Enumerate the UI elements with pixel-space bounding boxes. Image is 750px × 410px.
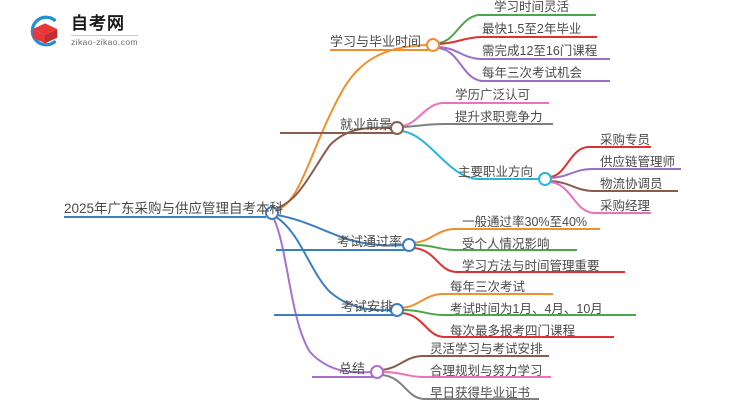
leaf-label-course-count[interactable]: 需完成12至16门课程	[482, 44, 598, 58]
branch1-node-dot[interactable]	[426, 38, 440, 52]
leaf-label-fastest-graduation[interactable]: 最快1.5至2年毕业	[482, 22, 582, 36]
branch2-node-dot[interactable]	[390, 121, 404, 135]
branch-label-study-time[interactable]: 学习与毕业时间	[330, 34, 422, 49]
leaf-label-flexible-study[interactable]: 学习时间灵活	[494, 0, 570, 14]
branch1-child2-wire	[437, 36, 597, 45]
trunk-to-employment	[276, 126, 393, 209]
leaf-label-three-exams[interactable]: 每年三次考试	[450, 280, 526, 294]
leaf-label-flexible-arrangement[interactable]: 灵活学习与考试安排	[430, 342, 543, 356]
branch-label-career-directions[interactable]: 主要职业方向	[458, 165, 534, 179]
logo-text: 自考网 zikao-zikao.com	[71, 15, 138, 48]
leaf-label-early-diploma[interactable]: 早日获得毕业证书	[430, 386, 531, 400]
leaf-label-plan-and-effort[interactable]: 合理规划与努力学习	[430, 364, 543, 378]
leaf-label-max-four-courses[interactable]: 每次最多报考四门课程	[450, 324, 576, 338]
mindmap-root-label[interactable]: 2025年广东采购与供应管理自考本科	[64, 201, 284, 216]
leaf-label-purchasing-specialist[interactable]: 采购专员	[600, 133, 651, 147]
trunk-to-exam-schedule	[275, 216, 393, 312]
logo-title: 自考网	[71, 13, 125, 33]
leaf-label-study-method-importance[interactable]: 学习方法与时间管理重要	[462, 259, 600, 273]
leaf-label-purchasing-manager[interactable]: 采购经理	[600, 199, 651, 213]
leaf-label-personal-factors[interactable]: 受个人情况影响	[462, 237, 550, 251]
leaf-label-supply-chain-manager[interactable]: 供应链管理师	[600, 155, 676, 169]
leaf-label-job-competitiveness[interactable]: 提升求职竞争力	[455, 110, 543, 124]
career-node-dot[interactable]	[538, 172, 552, 186]
branch3-node-dot[interactable]	[402, 238, 416, 252]
leaf-label-exam-months[interactable]: 考试时间为1月、4月、10月	[450, 302, 603, 316]
logo-divider	[71, 34, 138, 36]
branch-label-summary[interactable]: 总结	[339, 361, 366, 376]
leaf-label-logistics-coordinator[interactable]: 物流协调员	[600, 177, 663, 191]
branch5-node-dot[interactable]	[370, 365, 384, 379]
branch-label-exam-schedule[interactable]: 考试安排	[341, 299, 394, 314]
leaf-label-three-exams-per-year[interactable]: 每年三次考试机会	[482, 66, 583, 80]
leaf-label-pass-rate-range[interactable]: 一般通过率30%至40%	[462, 215, 588, 229]
graduation-cap-icon	[26, 12, 64, 50]
leaf-label-degree-recognition[interactable]: 学历广泛认可	[455, 88, 531, 102]
branch-label-pass-rate[interactable]: 考试通过率	[337, 234, 403, 249]
logo-domain: zikao-zikao.com	[71, 36, 138, 47]
branch-label-employment[interactable]: 就业前景	[340, 117, 393, 132]
site-logo[interactable]: 自考网 zikao-zikao.com	[26, 12, 138, 50]
